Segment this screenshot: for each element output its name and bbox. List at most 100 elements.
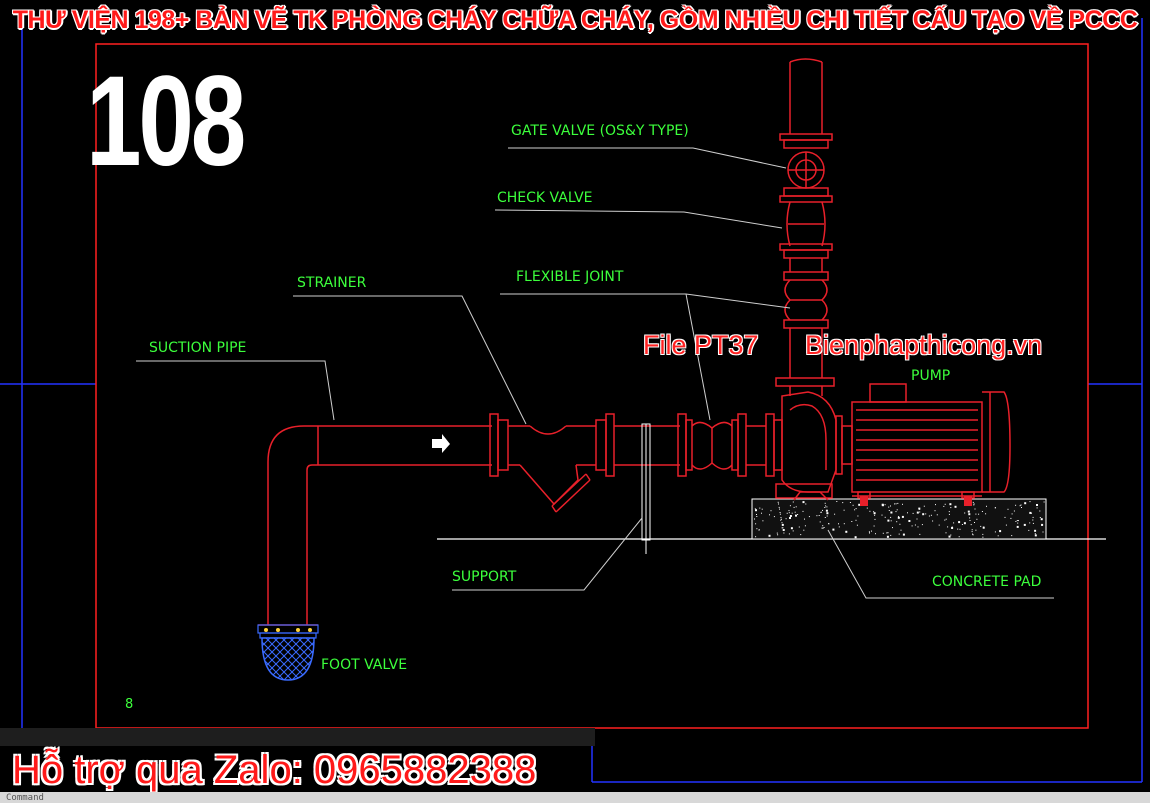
concrete-speck	[963, 522, 966, 525]
label-suction-pipe: SUCTION PIPE	[149, 340, 247, 356]
concrete-speck	[930, 514, 932, 516]
concrete-speck	[899, 523, 901, 525]
concrete-speck	[982, 533, 984, 535]
concrete-speck	[793, 506, 795, 508]
concrete-speck	[1013, 510, 1015, 512]
concrete-speck	[971, 529, 973, 531]
concrete-speck	[1004, 516, 1006, 518]
concrete-speck	[902, 503, 903, 505]
concrete-speck	[845, 530, 848, 533]
concrete-speck	[973, 503, 975, 505]
concrete-speck	[781, 527, 783, 529]
command-line[interactable]	[0, 792, 1150, 803]
concrete-speck	[912, 512, 914, 514]
concrete-speck	[794, 511, 796, 513]
concrete-speck	[789, 517, 791, 519]
command-history-bar	[0, 728, 595, 746]
concrete-speck	[897, 502, 899, 504]
concrete-speck	[1015, 521, 1017, 522]
concrete-speck	[781, 522, 783, 524]
concrete-speck	[855, 508, 857, 510]
concrete-speck	[822, 525, 824, 527]
concrete-speck	[777, 534, 779, 536]
concrete-speck	[795, 506, 797, 508]
concrete-speck	[1032, 516, 1034, 518]
foot-valve-mesh-line	[262, 638, 271, 680]
concrete-speck	[954, 505, 957, 508]
suction-pipe	[258, 425, 492, 626]
concrete-speck	[948, 535, 951, 538]
concrete-speck	[944, 503, 946, 505]
concrete-speck	[790, 527, 793, 530]
concrete-speck	[826, 506, 828, 508]
concrete-speck	[945, 532, 947, 534]
concrete-speck	[898, 517, 900, 518]
concrete-speck	[947, 526, 949, 528]
concrete-speck	[898, 516, 899, 518]
concrete-speck	[797, 514, 799, 515]
concrete-speck	[950, 534, 952, 536]
banner-title: THƯ VIỆN 198+ BẢN VẼ TK PHÒNG CHÁY CHỮA …	[12, 6, 1138, 34]
concrete-speck	[888, 510, 890, 511]
concrete-speck	[957, 528, 959, 530]
concrete-speck	[779, 508, 780, 510]
concrete-speck	[802, 501, 805, 504]
concrete-speck	[1032, 519, 1034, 521]
concrete-speck	[823, 527, 825, 528]
label-foot-valve: FOOT VALVE	[321, 657, 408, 673]
concrete-speck	[907, 512, 908, 514]
concrete-speck	[858, 503, 861, 506]
pipe-support	[641, 423, 651, 554]
concrete-speck	[911, 525, 913, 527]
concrete-speck	[779, 513, 781, 515]
concrete-speck	[1031, 512, 1032, 514]
concrete-speck	[868, 531, 870, 533]
concrete-speck	[916, 518, 918, 520]
concrete-speck	[895, 511, 897, 513]
concrete-speck	[857, 515, 859, 517]
concrete-speck	[822, 527, 824, 529]
concrete-speck	[958, 521, 961, 524]
concrete-speck	[938, 524, 940, 526]
concrete-speck	[874, 518, 876, 520]
concrete-speck	[1039, 510, 1041, 512]
foot-valve-mesh-line	[210, 638, 254, 682]
concrete-speck	[795, 514, 797, 517]
foot-valve-mesh-line	[281, 638, 314, 680]
concrete-speck	[755, 523, 757, 525]
concrete-speck	[873, 511, 875, 513]
concrete-speck	[1011, 513, 1013, 515]
concrete-speck	[997, 535, 999, 537]
concrete-speck	[900, 529, 902, 531]
concrete-speck	[1023, 523, 1026, 526]
concrete-speck	[918, 507, 921, 510]
concrete-speck	[921, 524, 923, 526]
drawing-frame	[95, 43, 1089, 729]
concrete-speck	[890, 505, 891, 507]
concrete-speck	[928, 515, 930, 517]
concrete-speck	[1028, 529, 1030, 531]
concrete-speck	[1020, 504, 1022, 506]
concrete-speck	[792, 530, 794, 532]
concrete-speck	[950, 507, 952, 509]
concrete-speck	[943, 505, 945, 507]
concrete-speck	[791, 512, 793, 514]
concrete-speck	[1017, 520, 1019, 522]
concrete-speck	[788, 510, 790, 512]
concrete-speck	[982, 536, 984, 538]
concrete-speck	[994, 531, 996, 533]
concrete-speck	[780, 517, 782, 519]
label-concrete-pad: CONCRETE PAD	[932, 574, 1042, 590]
concrete-speck	[824, 517, 826, 518]
concrete-speck	[826, 512, 829, 515]
zalo-contact: Hỗ trợ qua Zalo: 0965882388	[12, 748, 537, 792]
concrete-speck	[896, 509, 898, 511]
concrete-speck	[773, 516, 775, 518]
concrete-speck	[786, 512, 788, 514]
concrete-speck	[881, 503, 884, 506]
foot-valve-mesh-line	[265, 638, 311, 680]
flow-arrow	[432, 434, 450, 453]
concrete-speck	[890, 534, 892, 536]
concrete-speck	[982, 526, 985, 529]
concrete-speck	[884, 504, 886, 506]
